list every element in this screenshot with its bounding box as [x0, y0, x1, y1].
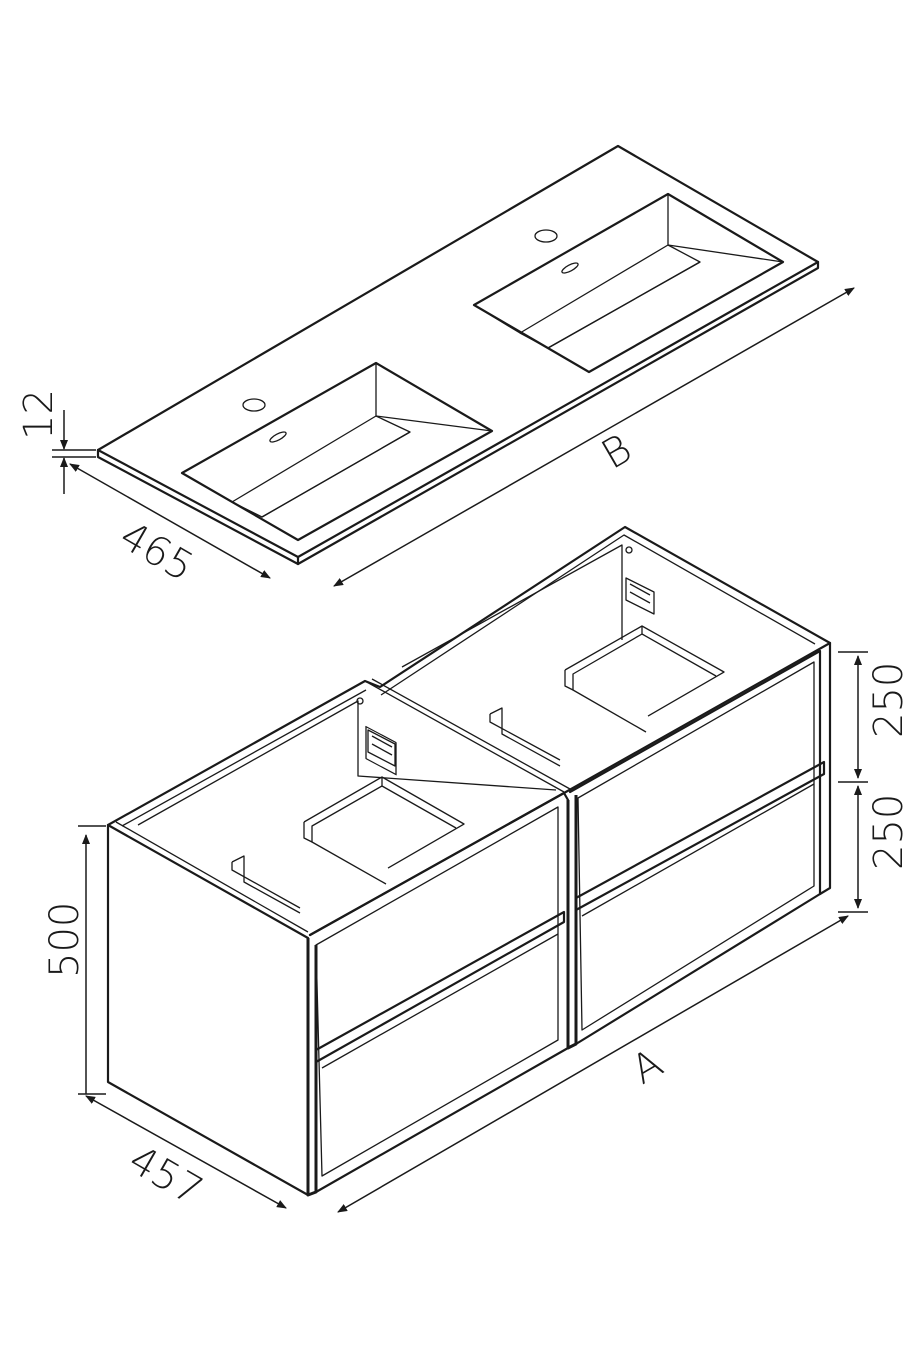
label-drawer-upper: 250	[866, 662, 912, 738]
front-module-left	[306, 791, 570, 1197]
label-cabinet-depth: 457	[121, 1137, 210, 1215]
dim-top-thickness	[52, 410, 96, 494]
overflow-slot-right	[561, 262, 579, 274]
drawer-tray-left	[231, 776, 465, 914]
basin-left	[180, 361, 494, 542]
dim-top-width	[333, 287, 855, 587]
faucet-hole-right	[534, 229, 558, 243]
basin-right	[472, 192, 785, 374]
drawer-divider-right	[574, 760, 826, 912]
label-top-thickness: 12	[16, 389, 62, 440]
dim-top-depth	[69, 463, 271, 579]
wall-bracket-right	[625, 577, 655, 615]
faucet-hole-left	[242, 398, 266, 412]
drawer-divider-left	[314, 910, 566, 1064]
dim-cabinet-height	[78, 825, 106, 1095]
countertop	[96, 144, 820, 566]
label-cabinet-height: 500	[42, 902, 88, 978]
label-cabinet-width: A	[624, 1040, 671, 1094]
label-top-depth: 465	[112, 513, 201, 591]
label-drawer-lower: 250	[866, 794, 912, 870]
overflow-slot-left	[269, 431, 287, 443]
front-module-right	[566, 649, 826, 1050]
dim-cabinet-depth	[85, 1095, 287, 1209]
drawer-tray-right	[489, 625, 725, 767]
cabinet-side-panel	[106, 823, 310, 1197]
cabinet	[106, 525, 832, 1197]
wall-bracket-left	[365, 725, 397, 776]
dim-drawer-heights	[838, 651, 868, 913]
dim-cabinet-width	[337, 915, 849, 1213]
